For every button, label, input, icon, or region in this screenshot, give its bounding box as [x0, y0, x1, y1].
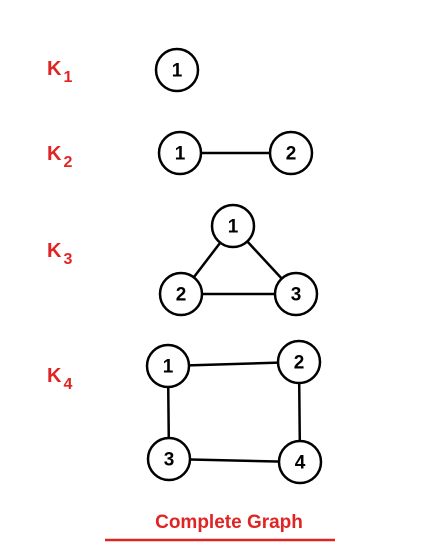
k2-node-2-label: 2	[286, 144, 297, 165]
k2-node-2: 2	[268, 130, 314, 176]
k2-graph: 1 2	[157, 130, 314, 176]
k3-graph: 1 2 3	[158, 203, 319, 317]
k4-node-4: 4	[277, 439, 323, 485]
k1-graph: 1	[154, 47, 200, 93]
k3-node-3-label: 3	[291, 285, 302, 306]
k2-subscript: 2	[63, 154, 72, 171]
k3-node-2: 2	[158, 271, 204, 317]
k1-letter: K	[47, 58, 62, 80]
k4-node-4-label: 4	[295, 453, 306, 474]
k4-subscript: 4	[63, 376, 72, 393]
caption-title: Complete Graph	[155, 512, 303, 533]
k4-node-1-label: 1	[163, 357, 174, 378]
k4-node-2: 2	[276, 339, 322, 385]
k4-node-1: 1	[145, 343, 191, 389]
k3-node-1: 1	[210, 203, 256, 249]
k3-letter: K	[47, 240, 62, 262]
k4-graph: 1 2 3 4	[145, 339, 323, 485]
k4-node-3: 3	[146, 436, 192, 482]
k2-node-1: 1	[157, 130, 203, 176]
k4-letter: K	[47, 365, 62, 387]
k4-node-3-label: 3	[164, 450, 175, 471]
k3-subscript: 3	[63, 251, 72, 268]
k2-letter: K	[47, 143, 62, 165]
k3-node-1-label: 1	[228, 217, 239, 238]
k1-node-1: 1	[154, 47, 200, 93]
k3-node-2-label: 2	[176, 285, 187, 306]
k2-node-1-label: 1	[175, 144, 186, 165]
k4-node-2-label: 2	[294, 353, 305, 374]
k3-node-3: 3	[273, 271, 319, 317]
k1-node-1-label: 1	[172, 61, 183, 82]
k1-subscript: 1	[63, 69, 72, 86]
